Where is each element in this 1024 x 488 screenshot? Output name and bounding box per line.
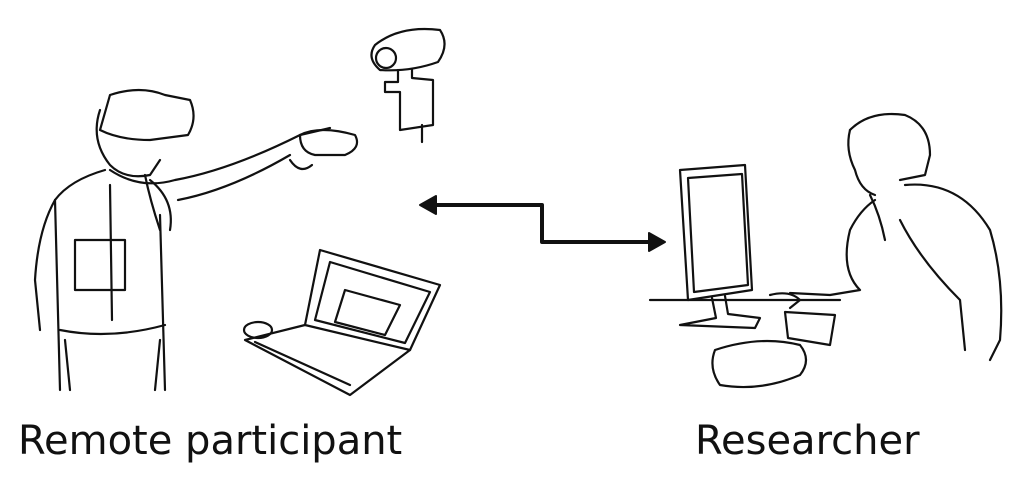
researcher-figure <box>768 112 1003 362</box>
vr-headset-on-desk <box>711 339 808 389</box>
researcher-label: Researcher <box>695 418 920 464</box>
vr-controller <box>298 128 359 157</box>
laptop <box>242 248 442 397</box>
remote-participant-figure <box>33 88 359 392</box>
arrowhead-left <box>419 195 437 215</box>
keyboard <box>783 310 837 347</box>
remote-participant-label: Remote participant <box>18 418 403 464</box>
monitor <box>678 163 754 302</box>
arrowhead-right <box>648 232 666 252</box>
connection-arrow <box>419 195 666 252</box>
webcam <box>370 27 446 144</box>
vr-headset-on-head <box>98 88 195 142</box>
researcher-desk <box>648 163 842 389</box>
mouse <box>242 320 274 340</box>
